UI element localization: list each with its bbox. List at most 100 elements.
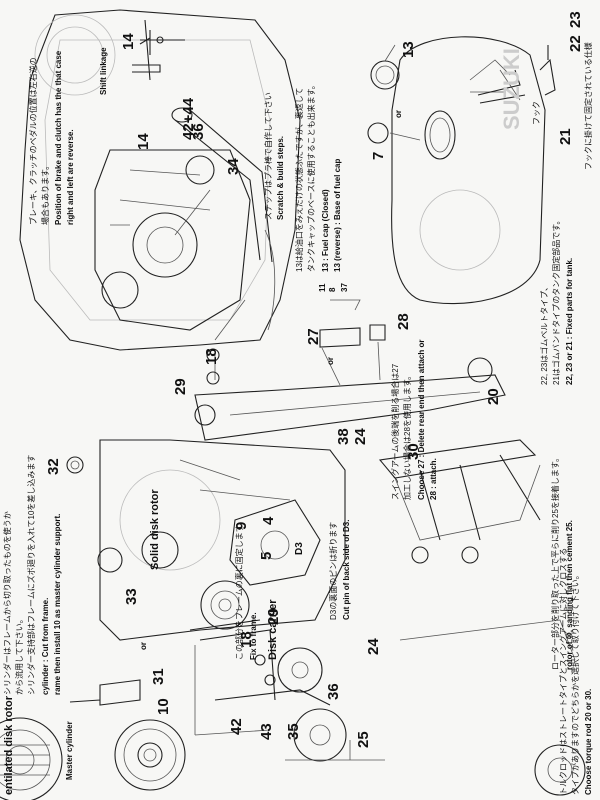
part-num-20: 20 (485, 388, 502, 405)
frame-outline (19, 9, 301, 351)
cylinder-note-en-2: rame then install 10 as master cylinder … (53, 513, 62, 695)
or-label-3: or (139, 642, 148, 650)
front-frame (99, 439, 346, 641)
rotor-note-en: rotor of ⑩, sanding flat then cement 25. (565, 520, 574, 670)
fuel-cap-base (367, 122, 389, 144)
torque-note-en: Choose torque rod 20 or 30. (584, 688, 593, 795)
cylinder-part (200, 580, 250, 630)
part-num-14b: 14 (135, 133, 152, 150)
part-num-14: 14 (120, 33, 137, 50)
shift-lever-14 (139, 19, 151, 81)
fuel-cap-hole (424, 110, 456, 160)
swing-arm-end-27 (319, 327, 361, 348)
part-num-29: 29 (172, 378, 189, 395)
washer-18 (206, 348, 220, 362)
part-num-31: 31 (150, 668, 167, 685)
part-num-8: 8 (328, 287, 337, 292)
cap-note-en-2: 13 (reverse) : Base of fuel cap (333, 158, 342, 272)
swing-note-en-2: 28 : attach. (429, 458, 438, 500)
part-num-28: 28 (395, 313, 412, 330)
swing-note-en-1: Choose 27 : Delete rear end then attach … (417, 339, 426, 501)
solid-disk-title: Solid disk rotor (149, 489, 161, 570)
torque-rod (378, 439, 537, 479)
rotor-note-jp: ローター部分を削り取った上で平らに削り25を接着します。 (551, 453, 560, 670)
or-label-2: or (326, 357, 335, 365)
part-num-42: 42 (228, 718, 245, 735)
fuel-cap-closed (370, 60, 400, 90)
part-num-33: 33 (123, 588, 140, 605)
ventilated-disk (0, 717, 63, 800)
part-num-32: 32 (45, 458, 62, 475)
bolt-32 (66, 456, 84, 474)
d3-tag: D3 (294, 542, 305, 555)
swing-note-jp-1: スイングアームの後端を削る場合は27 (391, 363, 400, 500)
shift-linkage-part (132, 30, 185, 73)
fuel-tank (391, 36, 546, 305)
part-num-23: 23 (567, 11, 584, 28)
part-num-21: 21 (557, 128, 574, 145)
brake-linkage (189, 619, 331, 706)
d3-note-en: Cut pin of back side of D3. (342, 519, 351, 620)
brake-note-jp-2: 場合もあります。 (41, 161, 50, 225)
part-num-13: 13 (400, 41, 417, 58)
part-num-36: 36 (190, 123, 207, 140)
part-num-37: 37 (340, 283, 349, 292)
tank-note-jp-1: 22, 23はゴムベルトタイプ、 (540, 282, 549, 385)
d3-note-jp: D3の裏面のピンは折ります (329, 521, 338, 620)
hook-note: フックに掛けて固定されている仕様 (584, 42, 593, 170)
part-num-7: 7 (370, 151, 387, 160)
exhaust-pipe (174, 109, 273, 263)
tank-belt-22-23 (477, 69, 526, 104)
step-note-en: Scratch & build steps. (276, 135, 285, 220)
tank-note-en: 22, 23 or 21 : Fixed parts for tank. (565, 257, 574, 385)
brake-note-en-2: right and left are reverse. (66, 129, 75, 225)
swing-note-jp-2: 加工しない場合は28を使用します。 (403, 371, 412, 500)
side-brand-watermark: SUZUKI (499, 48, 524, 130)
part-num-25: 25 (355, 731, 372, 748)
master-cylinder (69, 679, 141, 706)
swing-arm-end-28 (369, 324, 386, 341)
fix-frame-jp: この部分をフレームの裏に固定します (235, 524, 244, 660)
part-num-10: 10 (155, 698, 172, 715)
part-num-35: 35 (285, 723, 302, 740)
part-num-38: 38 (335, 428, 352, 445)
cylinder-note-jp-1: シリンダーはフレームから切り取ったものを使うか (3, 511, 12, 695)
master-cylinder-label: Master cylinder (65, 721, 74, 780)
shift-linkage-label: Shift linkage (99, 47, 108, 95)
hook-label: フック (532, 101, 541, 125)
d3-part (229, 499, 321, 586)
cylinder-note-jp-3: シリンダー支持部はフレームにズボ廻りを入れて10を差し込みます (27, 454, 36, 695)
cylinder-note-en-1: cylinder : Cut from frame. (41, 597, 50, 695)
nut-29 (206, 371, 220, 385)
part-num-34: 34 (225, 158, 242, 175)
engine-block (94, 149, 251, 331)
part-num-11: 11 (318, 283, 327, 292)
disk-carrier-title: Disk carrier (267, 599, 279, 660)
part-num-24: 24 (352, 428, 369, 445)
cap-note-en-1: 13 : Fuel cap (Closed) (321, 189, 330, 272)
engine-wheel-ghost (34, 14, 116, 96)
tank-note-jp-2: 21はゴムバンドタイプのタンク固定部品です。 (552, 216, 561, 386)
brake-note-jp-1: ブレーキ、クラッチのペダルの位置は左右逆の (29, 57, 38, 225)
part-num-22: 22 (567, 35, 584, 52)
part-num-27: 27 (305, 328, 322, 345)
swing-arm (194, 374, 506, 441)
solid-disk-rotor (114, 719, 186, 791)
part-num-36b: 36 (325, 683, 342, 700)
part-num-18: 18 (203, 348, 220, 365)
part-num-4: 4 (260, 516, 277, 525)
cylinder-note-jp-2: から流用して下さい。 (15, 615, 24, 695)
fix-frame-en: Fix to frame. (249, 612, 258, 660)
part-num-5: 5 (258, 551, 275, 560)
part-num-24b: 24 (365, 638, 382, 655)
cap-note-jp-2: タンクキャップのベースに使用することも出来ます。 (307, 81, 316, 272)
part-num-43: 43 (258, 723, 275, 740)
or-label-1: or (394, 110, 403, 118)
brake-note-en-1: Position of brake and clutch has the tha… (54, 50, 63, 225)
tank-band-21 (539, 45, 556, 96)
disk-carrier (293, 708, 347, 762)
disk-cover (534, 744, 586, 796)
cap-note-jp-1: 13は給油口をみえだけの状態ふたですが、裏返して (295, 87, 304, 273)
